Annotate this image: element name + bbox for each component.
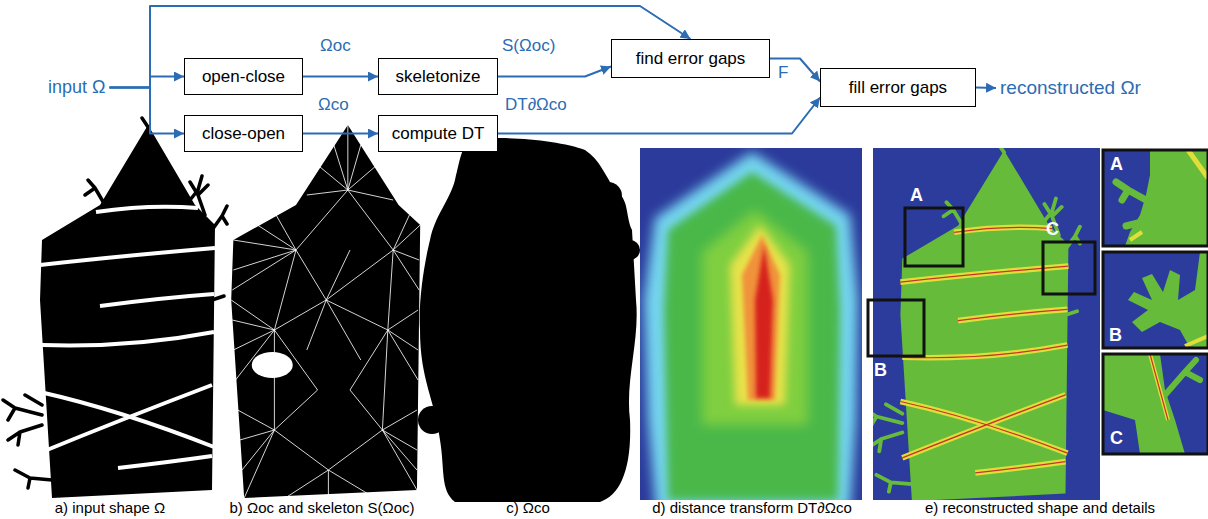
- detail-inset: [1103, 150, 1208, 246]
- inset-hairs: [1116, 182, 1146, 226]
- distance-transform: [640, 148, 862, 500]
- dt-band: [644, 152, 858, 500]
- flow-arrow: [110, 88, 185, 134]
- inset-gap-core: [1150, 354, 1168, 420]
- panel-caption: d) distance transform DT∂Ωco: [652, 499, 852, 516]
- skeleton-hole: [252, 352, 293, 378]
- detail-letter: C: [1110, 428, 1123, 449]
- dt-band: [742, 235, 780, 400]
- flow-arrow: [498, 67, 611, 77]
- dt-band: [730, 225, 790, 405]
- detail-inset: [1103, 252, 1208, 348]
- inset-shape: [1103, 354, 1185, 454]
- process-box: compute DT: [378, 115, 498, 152]
- inset-shape: [1128, 252, 1208, 348]
- edge-label: DT∂Ωco: [503, 95, 569, 115]
- closed-shape: [418, 138, 640, 502]
- shape-body: [231, 125, 420, 498]
- node-text: fill error gaps: [849, 78, 947, 98]
- detail-frame: [905, 208, 963, 266]
- process-box: find error gaps: [611, 39, 770, 78]
- inset-gap: [1188, 150, 1208, 178]
- dt-band: [702, 210, 808, 425]
- edge-label: Ωoc: [318, 36, 353, 56]
- closed-blob: [420, 138, 637, 502]
- flow-terminal: input Ω: [48, 77, 106, 98]
- inset-frame: [1103, 252, 1208, 348]
- inset-gap: [1185, 336, 1208, 346]
- node-text: skeletonize: [395, 67, 480, 87]
- inset-ground: [1103, 252, 1208, 348]
- inset-gap: [1130, 232, 1142, 240]
- shape-hairs: [3, 118, 227, 488]
- process-box: open-close: [184, 58, 303, 95]
- node-text: input Ω: [48, 77, 106, 98]
- flow-terminal: reconstructed Ωr: [1000, 77, 1141, 99]
- dt-band: [664, 172, 840, 500]
- node-text: open-close: [202, 67, 285, 87]
- detail-letter: B: [1109, 325, 1122, 346]
- closed-bump: [418, 406, 446, 434]
- node-text: find error gaps: [636, 49, 746, 69]
- process-box: close-open: [184, 115, 303, 152]
- edge-label: Ωco: [316, 95, 351, 115]
- result-shape: [873, 148, 1080, 500]
- node-text: compute DT: [392, 124, 485, 144]
- inset-ground: [1103, 354, 1208, 454]
- detail-letter: A: [910, 185, 923, 206]
- inset-ground: [1103, 150, 1208, 246]
- panel-caption: b) Ωoc and skeleton S(Ωoc): [229, 499, 414, 516]
- inset-gap: [1150, 354, 1168, 420]
- detail-letter: A: [1110, 154, 1123, 175]
- process-box: skeletonize: [378, 58, 498, 95]
- skeleton-shape: [231, 125, 420, 498]
- panel-caption: c) Ωco: [506, 499, 550, 516]
- node-text: reconstructed Ωr: [1000, 77, 1141, 99]
- closed-bump: [594, 182, 622, 210]
- detail-frame: [868, 300, 924, 356]
- node-text: close-open: [202, 124, 285, 144]
- inset-hairs: [1165, 360, 1200, 395]
- flow-arrow: [303, 133, 378, 135]
- inset-frame: [1103, 354, 1208, 454]
- shape-cracks: [40, 207, 215, 468]
- flow-arrow: [303, 76, 378, 78]
- detail-frame: [1043, 242, 1095, 294]
- panel-caption: a) input shape Ω: [55, 499, 165, 516]
- dt-ground: [640, 148, 862, 500]
- detail-letter: C: [1046, 219, 1059, 240]
- flow-arrow: [976, 87, 996, 90]
- inset-frame: [1103, 150, 1208, 246]
- skeleton-lines: [231, 125, 420, 498]
- closed-bump: [620, 240, 640, 260]
- process-box: fill error gaps: [820, 68, 976, 107]
- panel-caption: e) reconstructed shape and details: [925, 499, 1155, 516]
- flow-arrow: [110, 77, 185, 88]
- edge-label: S(Ωoc): [500, 36, 557, 56]
- shape-hairs: [873, 148, 1080, 492]
- dt-band: [755, 245, 773, 398]
- detail-inset: [1103, 354, 1208, 454]
- input-shape: [3, 118, 227, 498]
- detail-letter: B: [874, 360, 887, 381]
- edge-label: F: [776, 63, 790, 83]
